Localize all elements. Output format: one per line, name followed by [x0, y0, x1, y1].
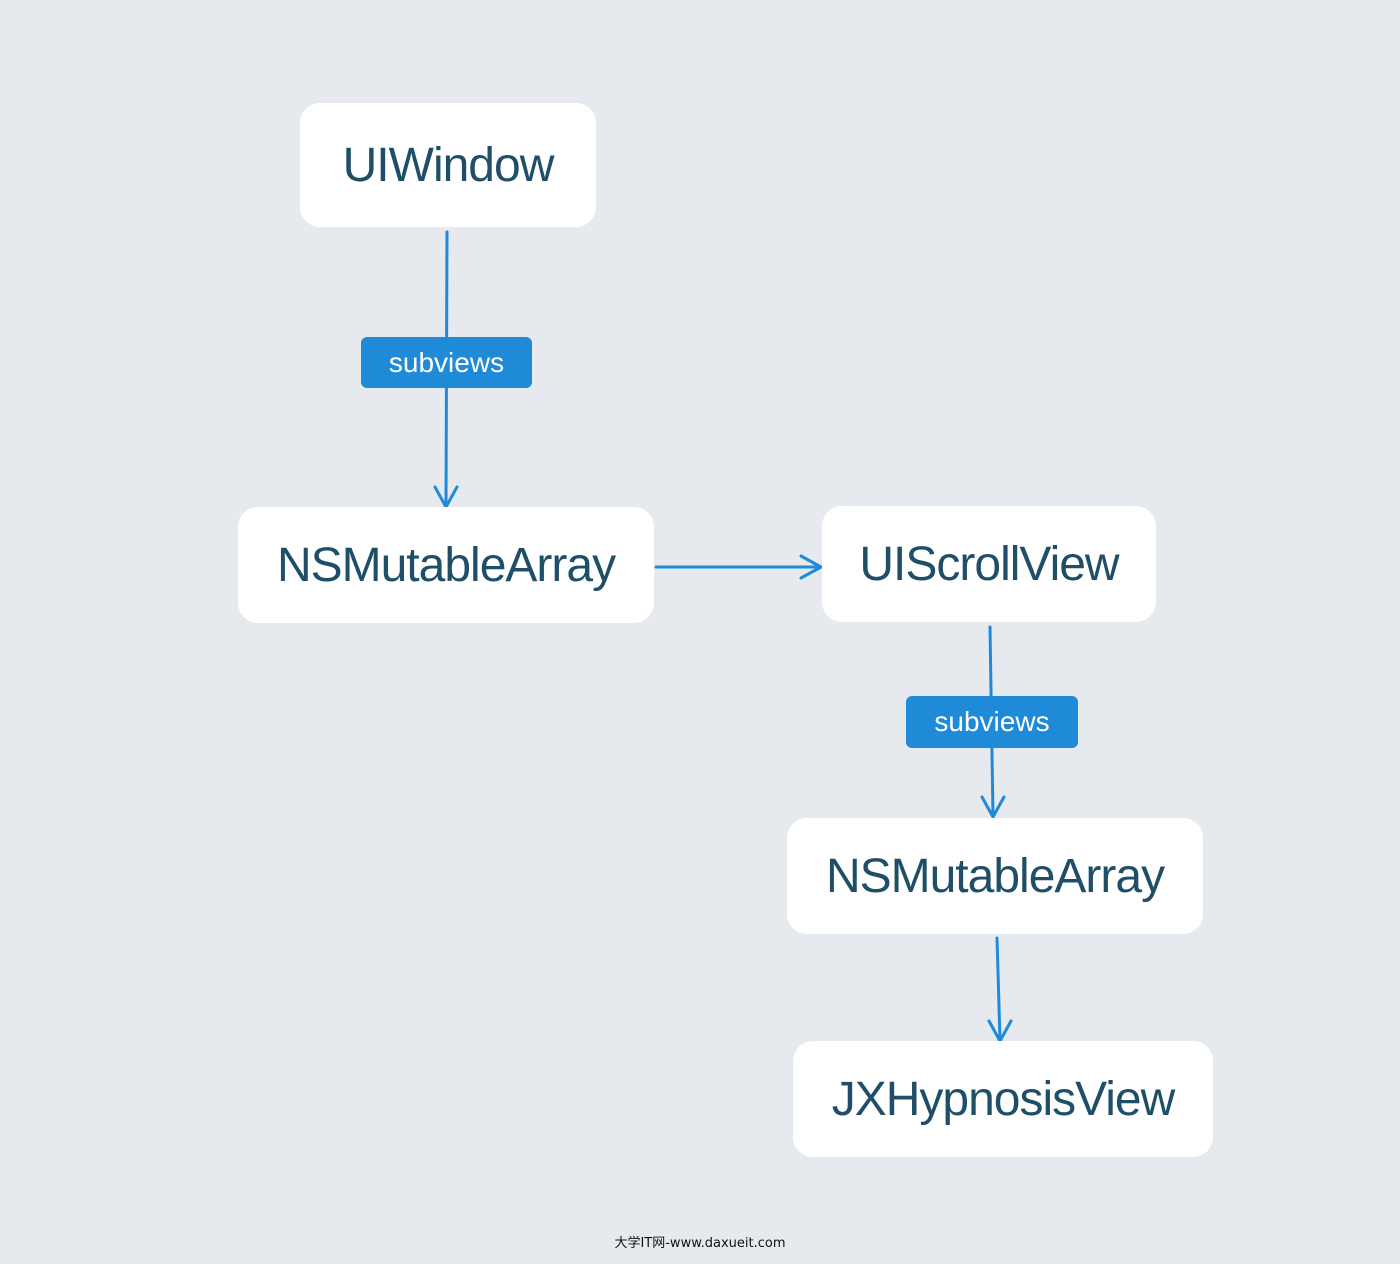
node-nsmutablearray-2: NSMutableArray	[787, 818, 1203, 934]
edge-label-subviews: subviews	[906, 696, 1078, 748]
arrowhead-uiscrollview-to-nsmutablearray	[980, 795, 1006, 819]
arrowhead-nsmutablearray-to-uiscrollview	[799, 554, 823, 580]
node-uiwindow: UIWindow	[300, 103, 596, 227]
watermark-text: 大学IT网-www.daxueit.com	[614, 1236, 786, 1251]
node-uiscrollview: UIScrollView	[822, 506, 1156, 622]
node-nsmutablearray-1: NSMutableArray	[238, 507, 654, 623]
edge-label-subviews: subviews	[361, 337, 532, 388]
edge-nsmutablearray-to-jxhypnosisview	[995, 936, 1002, 1042]
node-jxhypnosisview: JXHypnosisView	[793, 1041, 1213, 1157]
